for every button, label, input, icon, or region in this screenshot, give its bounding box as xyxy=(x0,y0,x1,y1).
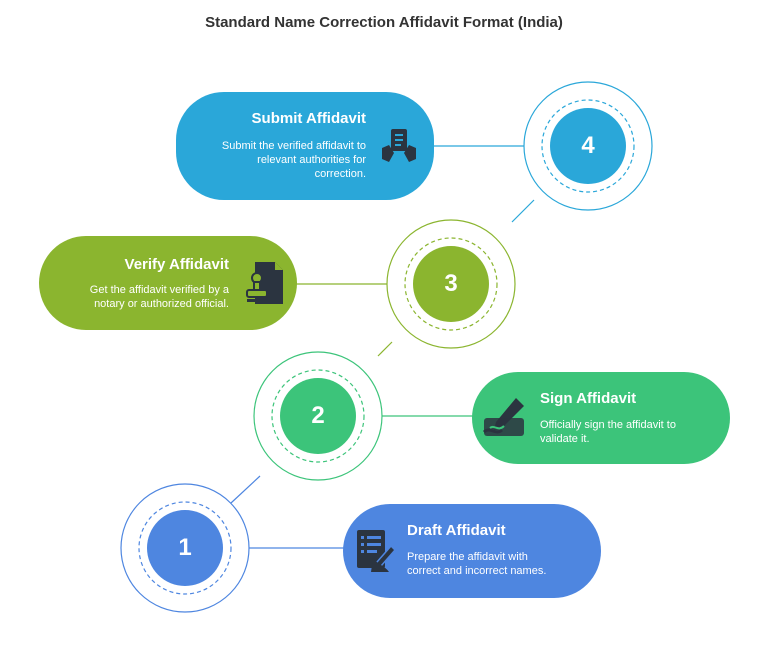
stamp-document-icon xyxy=(245,260,285,311)
step-4-number: 4 xyxy=(581,132,595,159)
step-1-number: 1 xyxy=(178,534,192,561)
step-2-card: Sign Affidavit Officially sign the affid… xyxy=(472,372,730,464)
step-2-title: Sign Affidavit xyxy=(540,390,637,407)
document-pen-icon xyxy=(355,528,397,579)
step-4-disc xyxy=(550,108,626,184)
step-3-description: Get the affidavit verified by a notary o… xyxy=(89,284,229,310)
step-1-disc xyxy=(147,510,223,586)
link-2-3 xyxy=(377,341,393,357)
step-2-disc xyxy=(280,378,356,454)
step-3-disc xyxy=(413,246,489,322)
step-4-description: Submit the verified affidavit to relevan… xyxy=(221,140,366,180)
step-1-dashed-ring xyxy=(138,501,232,595)
step-3-card: Verify Affidavit Get the affidavit verif… xyxy=(39,236,297,330)
step-3-title: Verify Affidavit xyxy=(124,256,229,273)
link-3-4 xyxy=(511,199,535,223)
page-title: Standard Name Correction Affidavit Forma… xyxy=(205,14,563,31)
signature-pen-icon xyxy=(482,396,528,443)
link-1-2 xyxy=(230,475,261,504)
step-4-title: Submit Affidavit xyxy=(251,110,366,127)
step-3-dashed-ring xyxy=(404,237,498,331)
step-2-number: 2 xyxy=(311,402,325,429)
step-1-title: Draft Affidavit xyxy=(407,522,506,539)
step-2-description: Officially sign the affidavit to validat… xyxy=(540,419,676,445)
step-1-description: Prepare the affidavit with correct and i… xyxy=(407,551,547,577)
step-4-dashed-ring xyxy=(541,99,635,193)
step-2-dashed-ring xyxy=(271,369,365,463)
step-1-card: Draft Affidavit Prepare the affidavit wi… xyxy=(343,504,601,598)
step-4-card: Submit Affidavit Submit the verified aff… xyxy=(176,92,434,200)
step-3-number: 3 xyxy=(444,270,458,297)
hand-submit-document-icon xyxy=(380,126,420,171)
